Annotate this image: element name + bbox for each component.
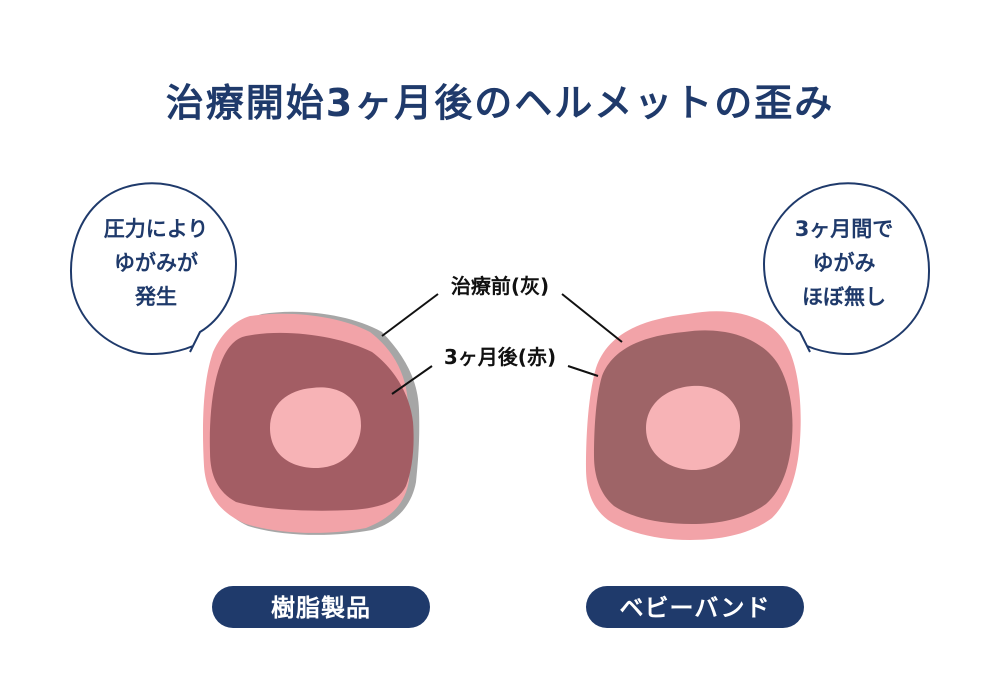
speech-bubble-right-line-1: 3ヶ月間で [795, 217, 894, 241]
callout-after-line-left [391, 365, 433, 395]
speech-bubble-right-outline [762, 182, 930, 355]
right-inner-hole [646, 385, 740, 470]
speech-bubble-right-line-2: ゆがみ [813, 251, 876, 275]
speech-bubble-left-line-3: 発生 [134, 285, 177, 309]
right-helmet [586, 311, 801, 540]
callout-after: 3ヶ月後(赤) [391, 345, 599, 395]
callout-before-line-left [381, 293, 439, 337]
speech-bubble-left: 圧力により ゆがみが 発生 [70, 182, 238, 355]
speech-bubble-left-line-2: ゆがみが [114, 251, 198, 275]
product-label-right: ベビーバンド [586, 586, 804, 628]
speech-bubble-right: 3ヶ月間で ゆがみ ほぼ無し [762, 182, 930, 355]
speech-bubble-right-line-3: ほぼ無し [802, 285, 886, 309]
page-title: 治療開始3ヶ月後のヘルメットの歪み [166, 81, 834, 125]
product-label-right-text: ベビーバンド [620, 594, 771, 622]
left-helmet [202, 311, 420, 535]
product-label-left-pill [212, 586, 430, 628]
speech-bubble-left-outline [70, 182, 238, 355]
product-label-left: 樹脂製品 [212, 586, 430, 628]
callout-before: 治療前(灰) [381, 274, 623, 343]
speech-bubble-left-line-1: 圧力により [104, 217, 209, 241]
callout-after-line-right [567, 365, 599, 377]
left-inner-hole [270, 387, 362, 468]
product-label-right-pill [586, 586, 804, 628]
callout-before-line-right [561, 293, 623, 343]
product-label-left-text: 樹脂製品 [271, 594, 371, 622]
callout-before-label: 治療前(灰) [451, 274, 549, 298]
callout-after-label: 3ヶ月後(赤) [444, 345, 556, 369]
